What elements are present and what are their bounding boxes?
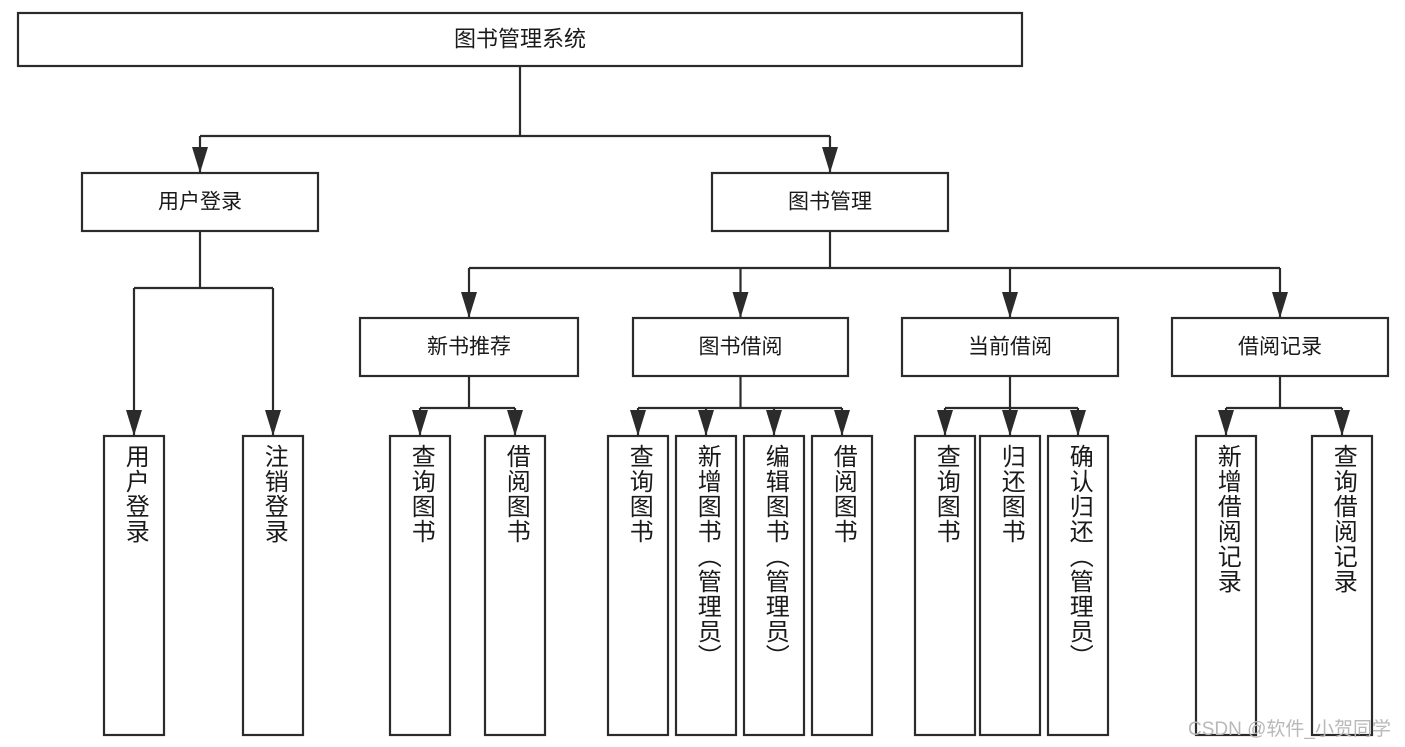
login-arrow-1 bbox=[265, 410, 281, 436]
mgmt-arrow-3 bbox=[1272, 292, 1288, 318]
node-leaf-2[interactable] bbox=[388, 434, 452, 737]
node-level2-label-1: 图书管理 bbox=[788, 191, 872, 214]
mgmt-arrow-2 bbox=[1002, 292, 1018, 318]
login-arrow-0 bbox=[126, 410, 142, 436]
l3-3-arrow-1 bbox=[1334, 410, 1350, 436]
node-root-label: 图书管理系统 bbox=[454, 26, 586, 51]
node-level3-label-2: 当前借阅 bbox=[968, 336, 1052, 359]
l3-2-arrow-0 bbox=[937, 410, 953, 436]
root-arrow-1 bbox=[822, 147, 838, 173]
l3-2-arrow-2 bbox=[1070, 410, 1086, 436]
node-root[interactable] bbox=[16, 11, 1024, 68]
l3-0-arrow-0 bbox=[412, 410, 428, 436]
node-level3-1[interactable] bbox=[631, 316, 850, 378]
l3-3-arrow-0 bbox=[1218, 410, 1234, 436]
l3-1-arrow-3 bbox=[834, 410, 850, 436]
node-leaf-0[interactable] bbox=[102, 434, 166, 737]
l3-1-arrow-1 bbox=[698, 410, 714, 436]
node-level3-0[interactable] bbox=[358, 316, 580, 378]
box-layer bbox=[16, 11, 1390, 737]
node-leaf-9[interactable] bbox=[978, 434, 1042, 737]
node-level3-label-3: 借阅记录 bbox=[1238, 336, 1322, 359]
node-leaf-11[interactable] bbox=[1194, 434, 1258, 737]
node-leaf-10[interactable] bbox=[1046, 434, 1110, 737]
root-arrow-0 bbox=[192, 147, 208, 173]
mgmt-arrow-1 bbox=[732, 292, 749, 318]
node-leaf-4[interactable] bbox=[606, 434, 670, 737]
node-leaf-5[interactable] bbox=[674, 434, 738, 737]
node-leaf-3[interactable] bbox=[483, 434, 547, 737]
connector-layer bbox=[126, 66, 1350, 436]
mgmt-arrow-0 bbox=[461, 292, 477, 318]
node-leaf-12[interactable] bbox=[1310, 434, 1374, 737]
node-leaf-1[interactable] bbox=[241, 434, 305, 737]
node-leaf-7[interactable] bbox=[810, 434, 874, 737]
node-level2-1[interactable] bbox=[710, 171, 950, 233]
node-leaf-6[interactable] bbox=[742, 434, 806, 737]
node-level2-0[interactable] bbox=[80, 171, 320, 233]
l3-0-arrow-1 bbox=[507, 410, 523, 436]
node-leaf-8[interactable] bbox=[913, 434, 977, 737]
node-level3-label-0: 新书推荐 bbox=[427, 336, 511, 359]
node-level3-2[interactable] bbox=[900, 316, 1120, 378]
watermark: CSDN @软件_小贺同学 bbox=[1188, 719, 1391, 740]
l3-1-arrow-0 bbox=[630, 410, 646, 436]
l3-1-arrow-2 bbox=[766, 410, 782, 436]
node-level2-label-0: 用户登录 bbox=[158, 191, 242, 214]
node-level3-label-1: 图书借阅 bbox=[699, 336, 783, 359]
l3-2-arrow-1 bbox=[1002, 410, 1018, 436]
node-level3-3[interactable] bbox=[1170, 316, 1390, 378]
